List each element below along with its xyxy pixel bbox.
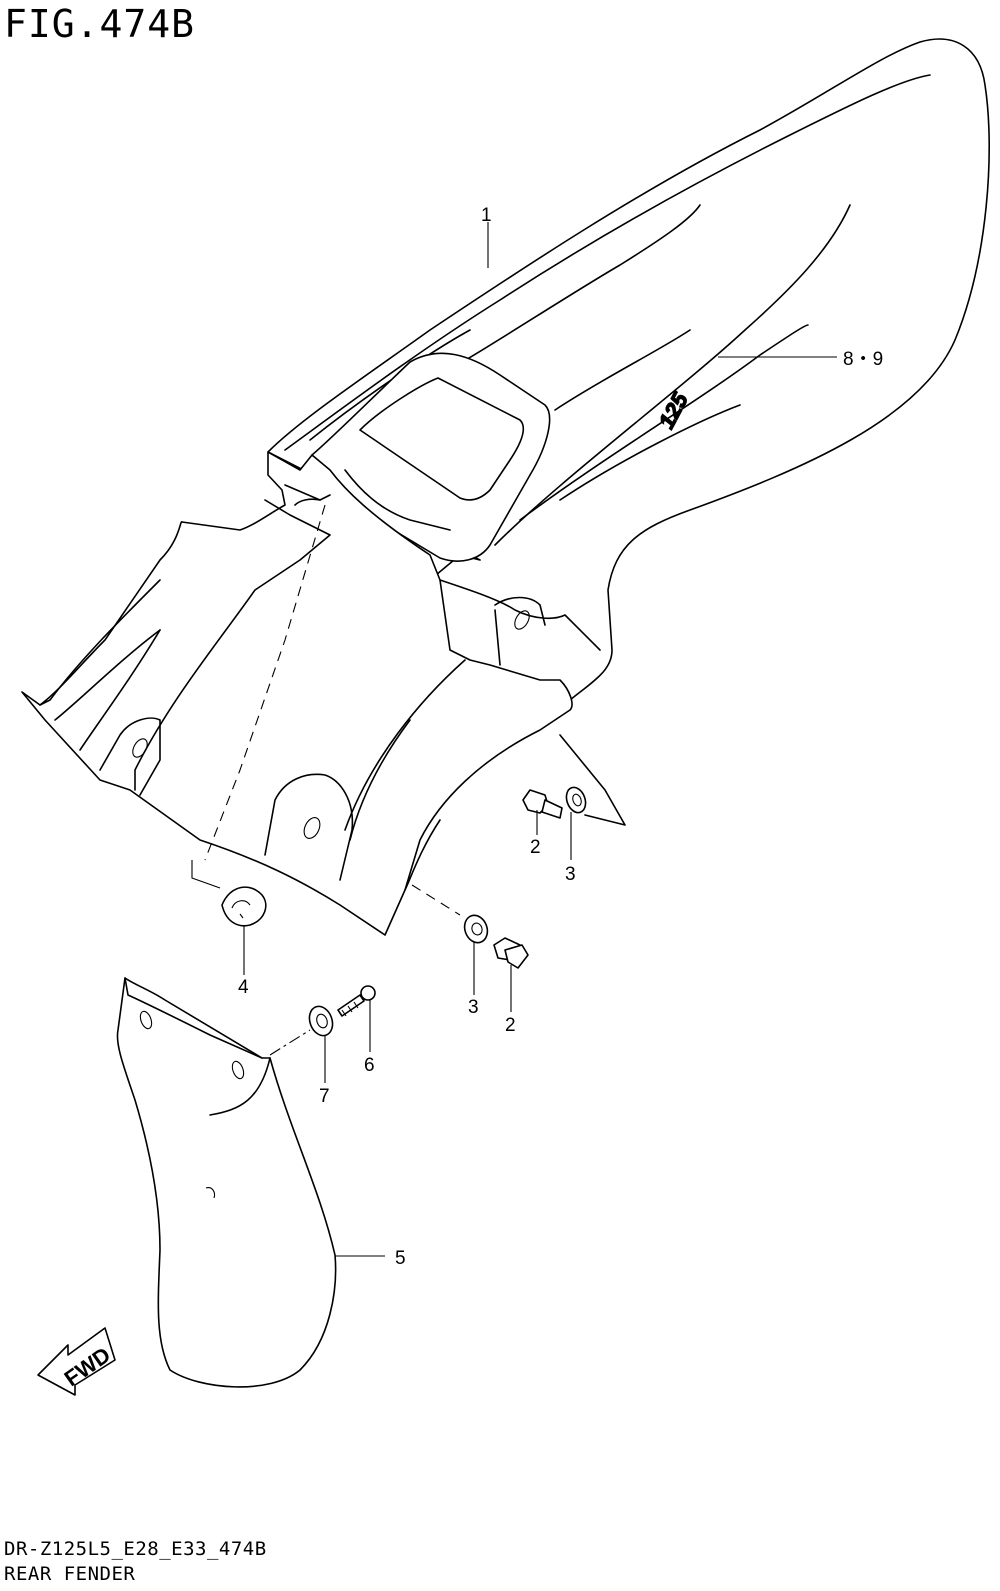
callout-6: 6	[364, 1055, 375, 1076]
figure-code: DR-Z125L5_E28_E33_474B	[4, 1538, 267, 1560]
callout-leaders	[243, 222, 837, 1257]
callout-7: 7	[319, 1086, 330, 1107]
callout-4: 4	[238, 977, 249, 998]
washer-lower	[463, 914, 489, 944]
callout-2-upper: 2	[530, 837, 541, 858]
grommet	[221, 886, 267, 927]
tapping-screw	[337, 985, 376, 1017]
mud-flap-part	[116, 977, 337, 1388]
bolt-lower	[493, 937, 529, 969]
figure-title: FIG.474B	[4, 2, 196, 46]
callout-3-upper: 3	[565, 864, 576, 885]
callout-2-lower: 2	[505, 1015, 516, 1036]
bolt-upper	[522, 789, 563, 819]
callout-1: 1	[481, 205, 492, 226]
fwd-direction-marker: FWD	[37, 1327, 116, 1396]
callout-5: 5	[395, 1248, 406, 1269]
washer-flap	[308, 1005, 334, 1037]
rear-fender-part: 125	[21, 38, 990, 936]
callout-8-9: 8・9	[843, 349, 883, 370]
washer-upper	[565, 786, 587, 814]
figure-name: REAR FENDER	[4, 1563, 136, 1585]
callout-3-lower: 3	[468, 997, 479, 1018]
